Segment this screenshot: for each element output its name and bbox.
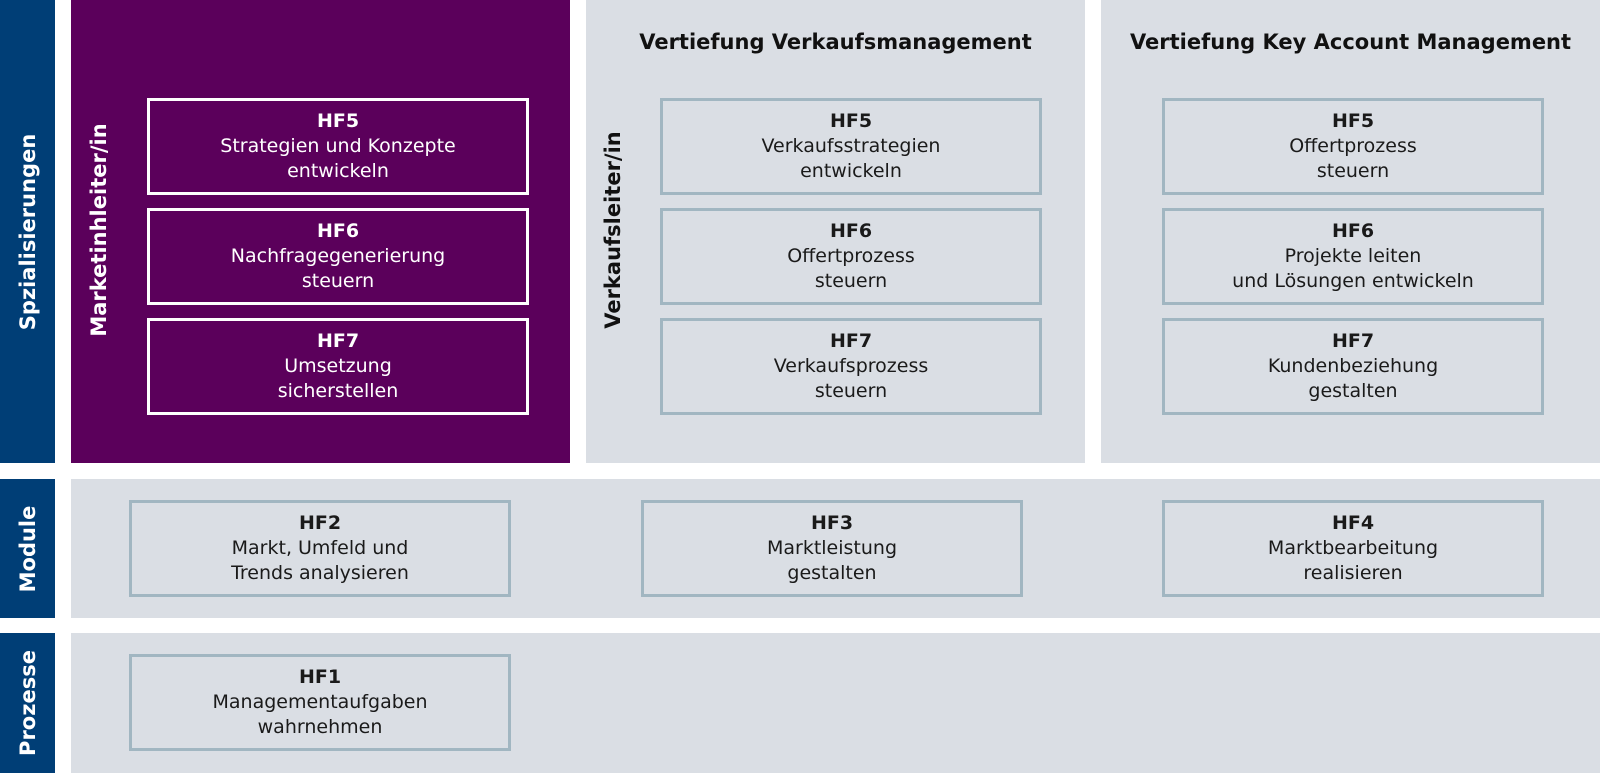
prozesse-box-hf1: HF1 Managementaufgaben wahrnehmen (129, 654, 511, 751)
marketing-box-hf6: HF6 Nachfragegenerierung steuern (147, 208, 529, 305)
box-code: HF5 (316, 110, 360, 132)
kam-panel (1101, 0, 1600, 463)
box-line: entwickeln (800, 160, 902, 182)
module-box-hf4: HF4 Marktbearbeitung realisieren (1162, 500, 1544, 597)
module-box-hf2: HF2 Markt, Umfeld und Trends analysieren (129, 500, 511, 597)
box-line: Strategien und Konzepte (220, 135, 456, 157)
box-line: Kundenbeziehung (1267, 355, 1439, 377)
marketing-box-hf7: HF7 Umsetzung sicherstellen (147, 318, 529, 415)
box-line: Nachfragegenerierung (230, 245, 446, 267)
box-line: Umsetzung (284, 355, 392, 377)
box-line: gestalten (787, 562, 877, 584)
box-code: HF6 (829, 220, 873, 242)
box-line: Verkaufsstrategien (761, 135, 941, 157)
row-label-module: Module (0, 479, 55, 618)
kam-box-hf5: HF5 Offertprozess steuern (1162, 98, 1544, 195)
box-line: steuern (814, 270, 888, 292)
verkauf-box-hf7: HF7 Verkaufsprozess steuern (660, 318, 1042, 415)
verkauf-box-hf5: HF5 Verkaufsstrategien entwickeln (660, 98, 1042, 195)
box-line: steuern (301, 270, 375, 292)
box-line: Offertprozess (1289, 135, 1417, 157)
box-line: Trends analysieren (231, 562, 409, 584)
marketing-box-hf5: HF5 Strategien und Konzepte entwickeln (147, 98, 529, 195)
kam-box-hf6: HF6 Projekte leiten und Lösungen entwick… (1162, 208, 1544, 305)
box-code: HF4 (1331, 512, 1375, 534)
box-line: Markt, Umfeld und (231, 537, 409, 559)
box-line: Verkaufsprozess (773, 355, 929, 377)
box-line: Marktbearbeitung (1267, 537, 1439, 559)
box-line: Managementaufgaben (212, 691, 428, 713)
box-code: HF6 (316, 220, 360, 242)
box-code: HF7 (316, 330, 360, 352)
box-line: gestalten (1308, 380, 1398, 402)
verkauf-title: Vertiefung Verkaufsmanagement (639, 30, 1032, 54)
verkauf-box-hf6: HF6 Offertprozess steuern (660, 208, 1042, 305)
row-label-module-text: Module (15, 505, 40, 592)
verkauf-role-text: Verkaufsleiter/in (601, 131, 625, 329)
row-label-prozesse: Prozesse (0, 633, 55, 773)
box-code: HF5 (829, 110, 873, 132)
box-line: Offertprozess (787, 245, 915, 267)
box-code: HF1 (298, 666, 342, 688)
marketing-role-text: Marketinhleiter/in (87, 123, 111, 337)
verkauf-panel (586, 0, 1085, 463)
box-code: HF7 (1331, 330, 1375, 352)
row-label-spezialisierungen: Spzialisierungen (0, 0, 55, 463)
marketing-panel (71, 0, 570, 463)
box-line: und Lösungen entwickeln (1232, 270, 1474, 292)
box-line: wahrnehmen (257, 716, 383, 738)
box-code: HF3 (810, 512, 854, 534)
box-line: realisieren (1303, 562, 1403, 584)
box-line: sicherstellen (277, 380, 399, 402)
box-code: HF7 (829, 330, 873, 352)
row-label-spezialisierungen-text: Spzialisierungen (15, 133, 40, 330)
kam-box-hf7: HF7 Kundenbeziehung gestalten (1162, 318, 1544, 415)
box-code: HF2 (298, 512, 342, 534)
module-box-hf3: HF3 Marktleistung gestalten (641, 500, 1023, 597)
box-line: Projekte leiten (1284, 245, 1422, 267)
box-line: Marktleistung (766, 537, 898, 559)
box-code: HF5 (1331, 110, 1375, 132)
box-line: steuern (814, 380, 888, 402)
box-line: entwickeln (287, 160, 389, 182)
box-code: HF6 (1331, 220, 1375, 242)
kam-title: Vertiefung Key Account Management (1129, 30, 1572, 54)
box-line: steuern (1316, 160, 1390, 182)
row-label-prozesse-text: Prozesse (15, 650, 40, 756)
